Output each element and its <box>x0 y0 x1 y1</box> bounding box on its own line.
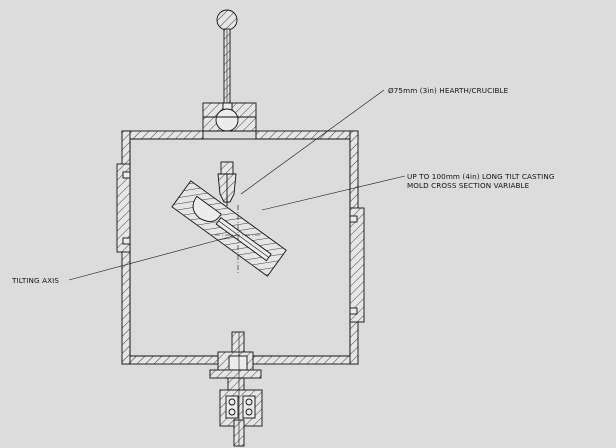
tilt-mold-assembly <box>171 180 287 277</box>
leader-lines <box>68 89 406 281</box>
chamber-bottom-wall <box>121 355 219 365</box>
plunger-knob <box>216 9 238 31</box>
top-seal-ball <box>215 108 239 132</box>
electrode-tip <box>217 161 237 206</box>
mold-callout-line2: MOLD CROSS SECTION VARIABLE <box>407 181 530 190</box>
tilting-axis-centerline <box>215 205 262 275</box>
mold-callout-line1: UP TO 100mm (4in) LONG TILT CASTING <box>407 172 555 181</box>
left-viewport <box>116 163 131 253</box>
top-flange <box>202 102 257 132</box>
vacuum-chamber <box>116 130 365 365</box>
bottom-feedthrough <box>209 331 263 447</box>
chamber-top-wall <box>121 130 204 140</box>
crucible-cavity <box>192 195 222 222</box>
right-viewport <box>349 207 365 323</box>
hearth-callout: Ø75mm (3in) HEARTH/CRUCIBLE <box>388 86 509 95</box>
tilting-axis-callout: TILTING AXIS <box>11 276 59 285</box>
